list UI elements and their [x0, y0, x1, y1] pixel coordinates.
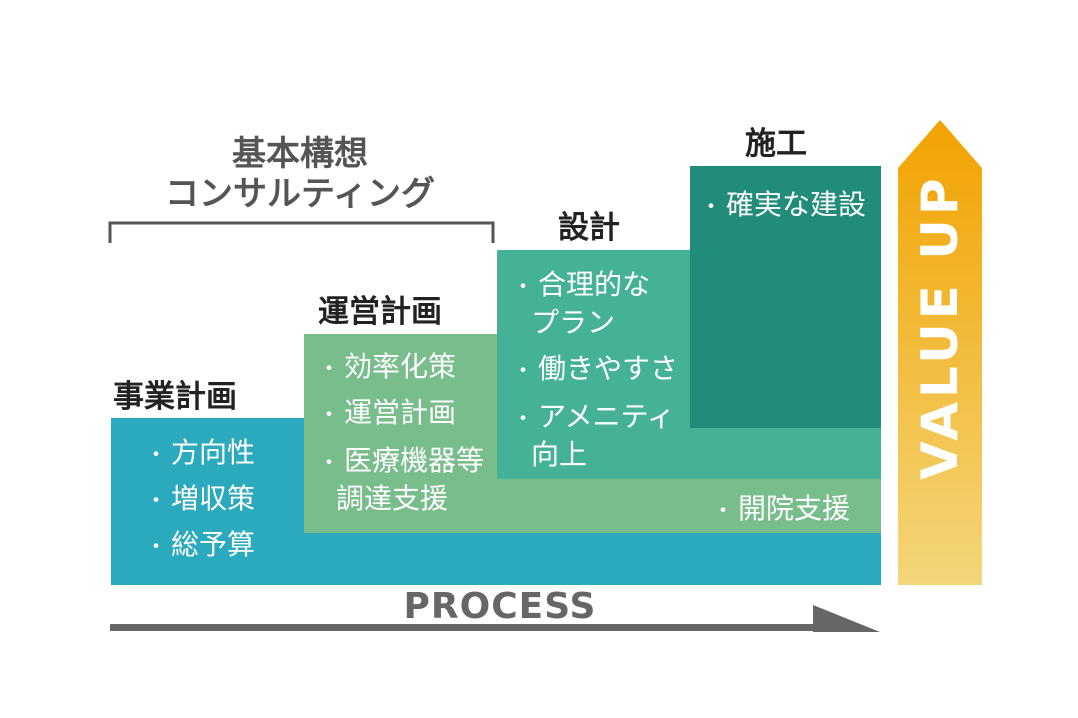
list-item: ・増収策 [145, 482, 256, 515]
stage-label-business-plan: 事業計画 [113, 379, 237, 415]
bullet: ・ [318, 451, 341, 476]
value-up-label: VALUE UP [911, 174, 969, 481]
list-item: ・方向性 [145, 436, 256, 469]
stage-label-design: 設計 [558, 210, 620, 246]
bullet: ・ [145, 443, 168, 468]
bullet: ・ [145, 535, 168, 560]
list-item-continued: プラン [531, 306, 616, 339]
list-item: ・働きやすさ [512, 352, 679, 385]
bullet: ・ [318, 403, 341, 428]
process-label: PROCESS [403, 586, 597, 627]
list-item: ・確実な建設 [700, 188, 867, 221]
bullet: ・ [700, 195, 723, 220]
stage-block-construction [690, 166, 881, 428]
bullet: ・ [145, 489, 168, 514]
list-item: ・医療機器等 [318, 444, 485, 477]
header-title-line1: 基本構想 [232, 134, 368, 174]
bullet: ・ [512, 407, 535, 432]
header-title-line2: コンサルティング [165, 174, 435, 214]
bullet: ・ [512, 275, 535, 300]
consulting-bracket [108, 221, 495, 243]
list-item-opening-support: ・開院支援 [712, 492, 851, 525]
bullet: ・ [318, 357, 341, 382]
list-item-continued: 向上 [531, 438, 588, 471]
list-item: ・アメニティ [512, 400, 675, 433]
list-item: ・効率化策 [318, 350, 457, 383]
bullet: ・ [712, 499, 735, 524]
list-item: ・総予算 [145, 528, 256, 561]
value-up-arrow [898, 120, 982, 585]
bullet: ・ [512, 359, 535, 384]
list-item-continued: 調達支援 [336, 482, 449, 515]
stage-label-operation-plan: 運営計画 [318, 294, 442, 330]
list-item: ・合理的な [512, 268, 651, 301]
stage-label-construction: 施工 [745, 126, 807, 162]
process-arrow [110, 605, 880, 632]
list-item: ・運営計画 [318, 396, 457, 429]
